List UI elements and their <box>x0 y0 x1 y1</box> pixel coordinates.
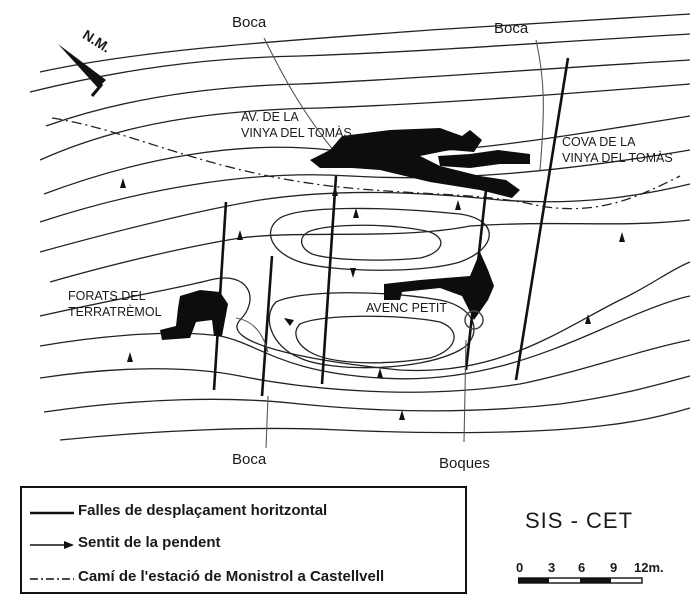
av-vinya-label-line2: VINYA DEL TOMÀS <box>241 126 352 140</box>
cova-vinya-label-line1: COVA DE LA <box>562 135 636 149</box>
cova-vinya-label-line2: VINYA DEL TOMÀS <box>562 151 673 165</box>
boca-bottom-label: Boca <box>232 451 267 468</box>
avenc-petit-label: AVENC PETIT <box>366 301 448 315</box>
scale-bar-graphic <box>518 577 643 584</box>
forats-label-line2: TERRATRÈMOL <box>68 305 162 319</box>
contour-lines <box>29 13 691 441</box>
slope-arrow-symbol <box>30 541 74 549</box>
cova-vinya-cave <box>438 150 530 168</box>
scale-bar: 0 3 6 9 12m. <box>514 560 684 590</box>
legend: Falles de desplaçament horitzontal Senti… <box>20 486 467 594</box>
legend-slope-text: Sentit de la pendent <box>78 534 221 551</box>
legend-row-slope: Sentit de la pendent <box>22 534 462 554</box>
legend-row-path: Camí de l'estació de Monistrol a Castell… <box>22 568 462 588</box>
boques-bottom-label: Boques <box>439 455 490 472</box>
legend-faults-text: Falles de desplaçament horitzontal <box>78 502 328 519</box>
access-lines <box>235 37 544 449</box>
fault-symbol <box>30 511 74 515</box>
avenc-petit-entrance <box>464 310 484 330</box>
cave-shapes <box>160 128 530 340</box>
path-symbol <box>30 578 74 580</box>
avenc-petit-cave <box>384 252 494 320</box>
fault-lines <box>212 57 570 397</box>
scale-tick-9: 9 <box>610 560 618 575</box>
north-arrow <box>58 44 106 97</box>
slope-arrows <box>120 178 625 420</box>
scale-tick-6: 6 <box>578 560 586 575</box>
forats-label-line1: FORATS DEL <box>68 289 146 303</box>
legend-path-text: Camí de l'estació de Monistrol a Castell… <box>78 568 385 585</box>
legend-row-faults: Falles de desplaçament horitzontal <box>22 502 462 522</box>
boca-top-right-label: Boca <box>494 20 529 37</box>
av-vinya-label-line1: AV. DE LA <box>241 110 299 124</box>
path-track <box>51 117 681 210</box>
map-title: SIS - CET <box>525 508 634 533</box>
scale-tick-3: 3 <box>548 560 556 575</box>
forats-cave <box>160 290 228 340</box>
boca-top-left-label: Boca <box>232 14 267 31</box>
scale-tick-0: 0 <box>516 560 524 575</box>
scale-tick-12: 12m. <box>634 560 664 575</box>
av-vinya-cave <box>310 128 520 198</box>
